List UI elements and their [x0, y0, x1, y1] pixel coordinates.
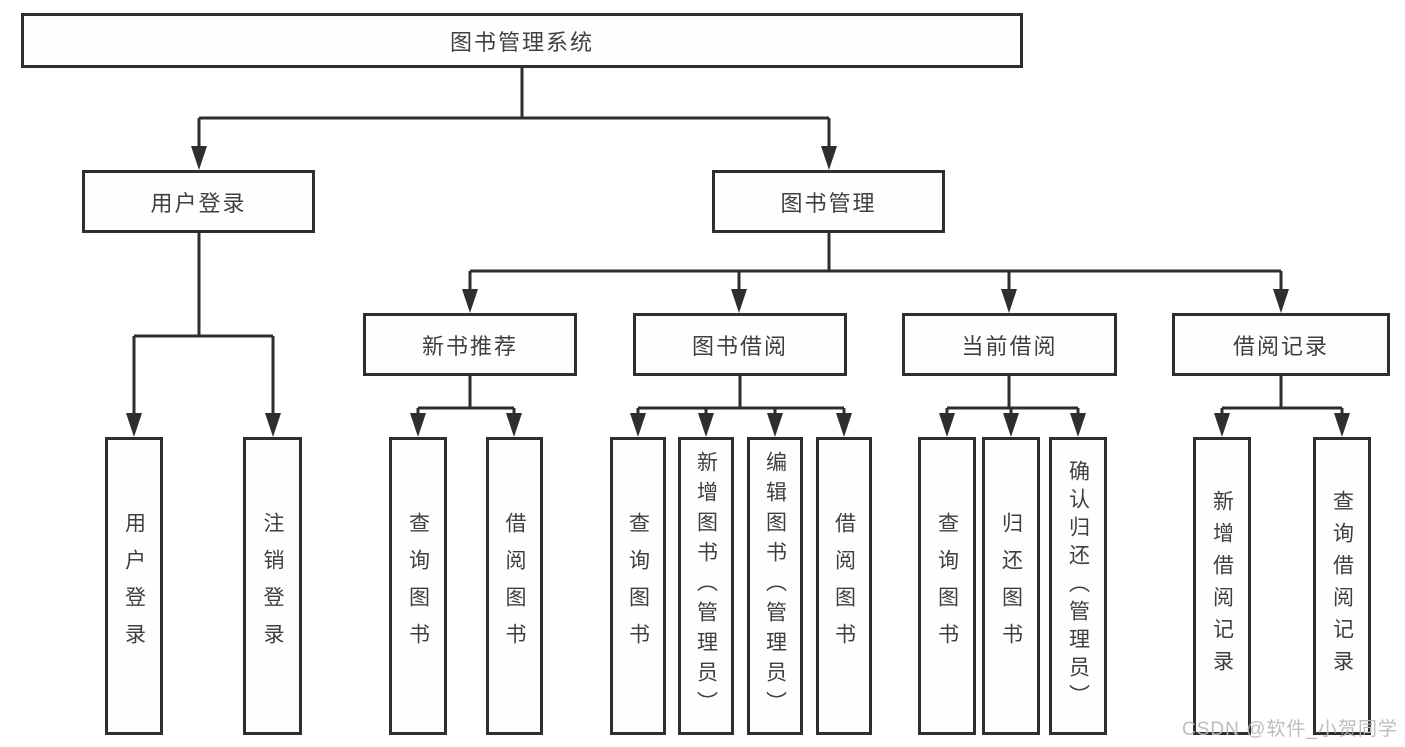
node-book-borrow: 图书借阅 — [633, 313, 847, 376]
leaf-query-borrow-record: 查询借阅记录 — [1313, 437, 1371, 735]
connector-current-borrow-to-leaves — [945, 376, 1080, 415]
arrowhead — [767, 413, 783, 437]
leaf-return-books-label: 归还图书 — [999, 512, 1023, 660]
arrowhead — [462, 289, 478, 313]
connector-book-borrow-to-leaves — [636, 376, 846, 415]
arrowhead — [410, 413, 426, 437]
leaf-confirm-return-admin: 确认归还（管理员） — [1049, 437, 1107, 735]
arrowhead — [1273, 289, 1289, 313]
node-new-book-recommend-label: 新书推荐 — [421, 333, 518, 359]
arrowhead — [191, 146, 207, 170]
arrowhead — [1003, 413, 1019, 437]
arrowhead — [698, 413, 714, 437]
leaf-borrow-books-borrow-label: 借阅图书 — [832, 512, 856, 660]
connector-new-book-recommend-to-leaves — [416, 376, 516, 415]
leaf-user-login-label: 用户登录 — [122, 512, 146, 660]
leaf-add-book-admin: 新增图书（管理员） — [678, 437, 734, 735]
leaf-edit-book-admin: 编辑图书（管理员） — [747, 437, 803, 735]
leaf-add-borrow-record-label: 新增借阅记录 — [1210, 490, 1234, 682]
connector-borrow-records-to-leaves — [1220, 376, 1344, 415]
arrowhead — [1001, 289, 1017, 313]
node-user-login-label: 用户登录 — [150, 190, 247, 216]
leaf-edit-book-admin-label: 编辑图书（管理员） — [763, 451, 787, 721]
arrowhead — [1070, 413, 1086, 437]
arrowhead — [821, 146, 837, 170]
leaf-query-books-current: 查询图书 — [918, 437, 976, 735]
leaf-return-books: 归还图书 — [982, 437, 1040, 735]
arrowhead — [731, 289, 747, 313]
node-system-root: 图书管理系统 — [21, 13, 1023, 68]
node-user-login: 用户登录 — [82, 170, 315, 233]
leaf-add-borrow-record: 新增借阅记录 — [1193, 437, 1251, 735]
connector-root-to-level2 — [197, 68, 831, 147]
leaf-logout: 注销登录 — [243, 437, 302, 735]
leaf-query-books-recommend: 查询图书 — [389, 437, 447, 735]
node-borrow-records: 借阅记录 — [1172, 313, 1390, 376]
node-borrow-records-label: 借阅记录 — [1232, 333, 1329, 359]
arrowhead — [939, 413, 955, 437]
arrowhead — [836, 413, 852, 437]
node-new-book-recommend: 新书推荐 — [363, 313, 577, 376]
connector-book-mgmt-to-modules — [468, 233, 1283, 290]
leaf-query-books-borrow: 查询图书 — [610, 437, 666, 735]
leaf-logout-label: 注销登录 — [261, 512, 284, 660]
leaf-query-books-recommend-label: 查询图书 — [406, 512, 430, 660]
csdn-watermark: CSDN @软件_小贺同学 — [1182, 719, 1398, 740]
arrowhead — [1214, 413, 1230, 437]
leaf-user-login: 用户登录 — [105, 437, 163, 735]
leaf-add-book-admin-label: 新增图书（管理员） — [694, 451, 718, 721]
node-current-borrow-label: 当前借阅 — [961, 333, 1058, 359]
leaf-query-borrow-record-label: 查询借阅记录 — [1330, 490, 1354, 682]
leaf-borrow-books-recommend: 借阅图书 — [486, 437, 543, 735]
arrowhead — [265, 413, 281, 437]
node-book-management: 图书管理 — [712, 170, 945, 233]
connector-user-login-to-leaves — [132, 233, 275, 414]
node-book-management-label: 图书管理 — [780, 190, 877, 216]
arrowhead — [1334, 413, 1350, 437]
node-current-borrow: 当前借阅 — [902, 313, 1117, 376]
leaf-query-books-borrow-label: 查询图书 — [626, 512, 650, 660]
node-system-root-label: 图书管理系统 — [449, 29, 594, 55]
leaf-borrow-books-recommend-label: 借阅图书 — [503, 512, 526, 660]
arrowhead — [126, 413, 142, 437]
leaf-query-books-current-label: 查询图书 — [935, 512, 959, 660]
arrowhead — [506, 413, 522, 437]
leaf-confirm-return-admin-label: 确认归还（管理员） — [1066, 460, 1090, 712]
node-book-borrow-label: 图书借阅 — [691, 333, 788, 359]
leaf-borrow-books-borrow: 借阅图书 — [816, 437, 872, 735]
arrowhead — [630, 413, 646, 437]
